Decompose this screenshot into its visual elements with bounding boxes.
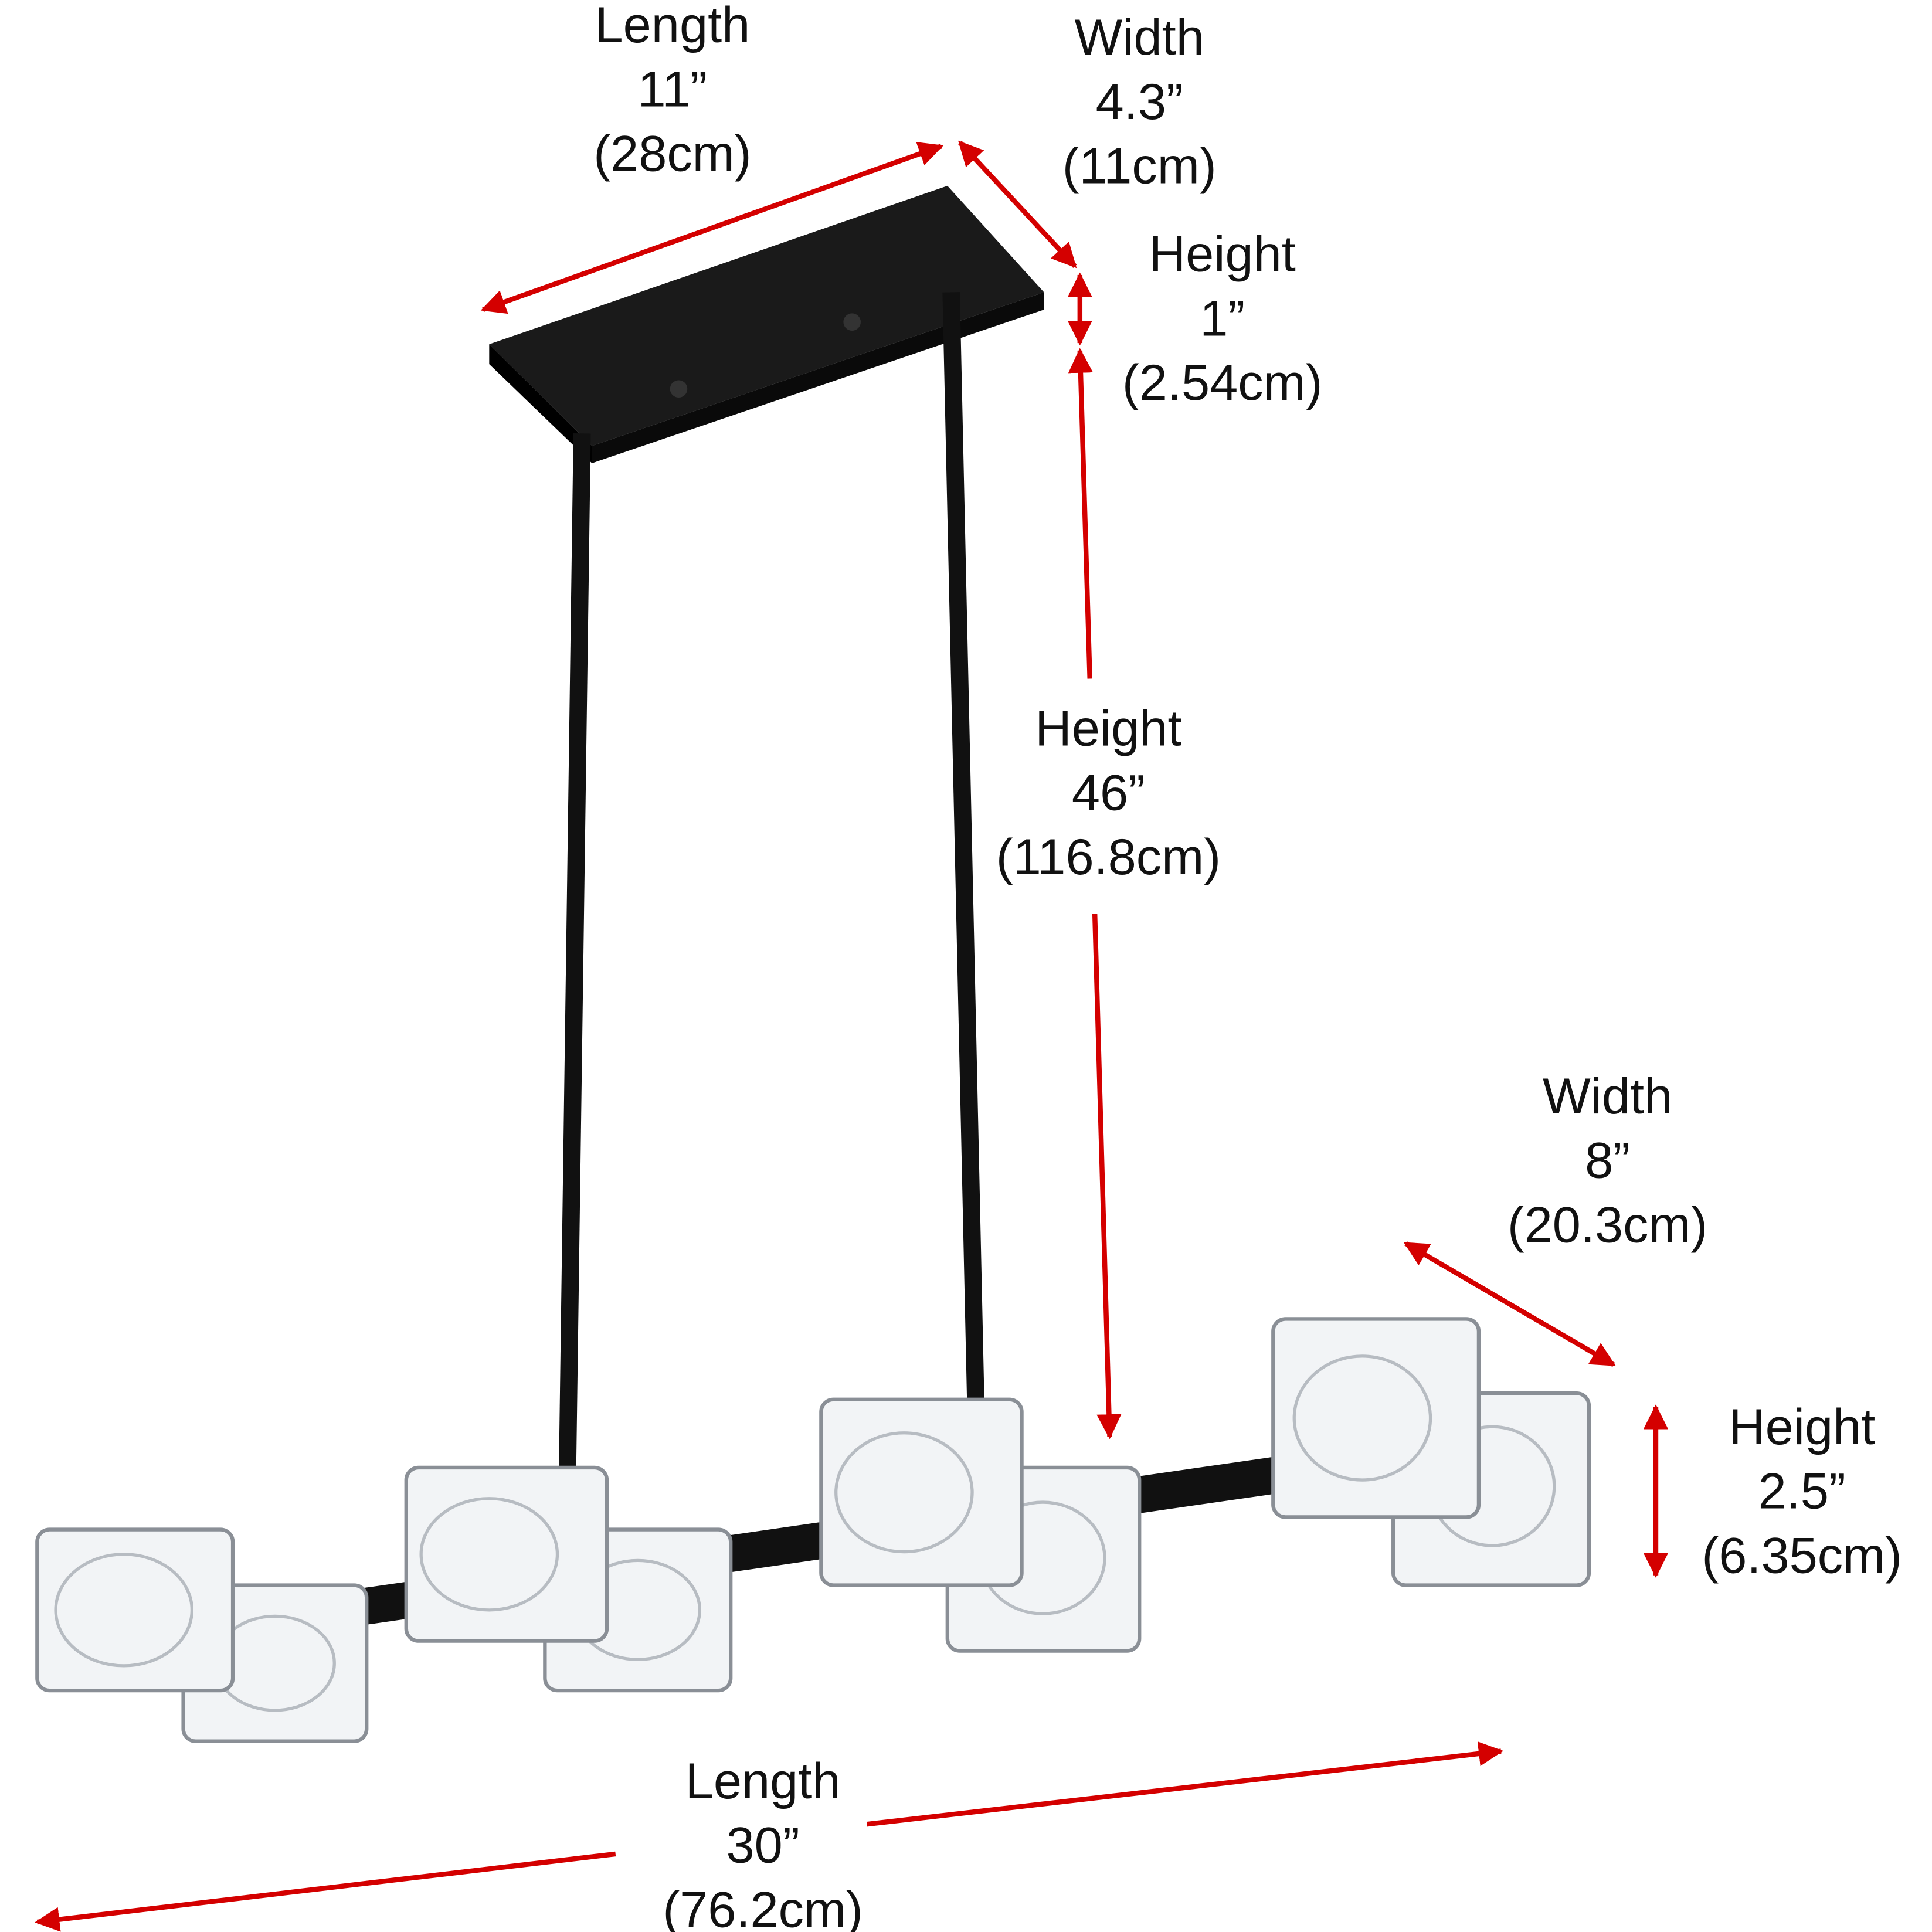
label-imperial: 8”: [1585, 1133, 1630, 1189]
fixture-width-label: Width 8” (20.3cm): [1507, 1068, 1708, 1254]
crystal-shade: [819, 1397, 1024, 1587]
label-metric: (116.8cm): [996, 829, 1221, 885]
label-imperial: 4.3”: [1096, 74, 1183, 130]
chandelier-fixture: [35, 185, 1591, 1743]
label-metric: (20.3cm): [1507, 1197, 1708, 1254]
label-metric: (2.54cm): [1122, 355, 1323, 411]
fixture-length-arrow-right: [867, 1741, 1504, 1827]
label-imperial: 30”: [726, 1818, 800, 1874]
overall-height-arrow-bottom: [1092, 914, 1122, 1439]
canopy-height-label: Height 1” (2.54cm): [1122, 226, 1323, 412]
suspension-rod-left: [558, 433, 591, 1493]
suspension-rod-right: [942, 292, 985, 1413]
label-imperial: 1”: [1200, 290, 1245, 347]
label-imperial: 2.5”: [1758, 1464, 1846, 1520]
label-metric: (11cm): [1062, 138, 1217, 195]
crystal-shade: [404, 1465, 609, 1643]
dimension-arrows: [35, 140, 1669, 1932]
fixture-length-label: Length 30” (76.2cm): [663, 1753, 863, 1932]
label-imperial: 11”: [638, 62, 708, 118]
shade-height-label: Height 2.5” (6.35cm): [1702, 1399, 1902, 1584]
label-title: Length: [685, 1753, 841, 1809]
label-metric: (28cm): [593, 125, 751, 182]
canopy-length-label: Length 11” (28cm): [593, 0, 751, 182]
overall-height-label: Height 46” (116.8cm): [996, 701, 1221, 886]
canopy-width-arrow: [957, 140, 1077, 269]
canopy-length-arrow: [480, 142, 944, 314]
label-metric: (6.35cm): [1702, 1527, 1902, 1584]
label-title: Height: [1149, 226, 1296, 283]
fixture-length-arrow-left: [35, 1851, 616, 1932]
label-title: Height: [1729, 1399, 1875, 1455]
crystal-shade: [1271, 1317, 1481, 1519]
label-metric: (76.2cm): [663, 1882, 863, 1932]
label-title: Height: [1035, 701, 1181, 757]
label-imperial: 46”: [1072, 765, 1145, 821]
label-title: Length: [595, 0, 751, 53]
canopy-width-label: Width 4.3” (11cm): [1062, 9, 1217, 195]
crystal-shade: [35, 1527, 235, 1693]
overall-height-arrow-top: [1068, 348, 1094, 679]
label-title: Width: [1075, 9, 1204, 66]
fixture-width-arrow: [1403, 1241, 1616, 1367]
label-title: Width: [1543, 1068, 1672, 1125]
crystal-shades: [35, 1317, 1591, 1743]
